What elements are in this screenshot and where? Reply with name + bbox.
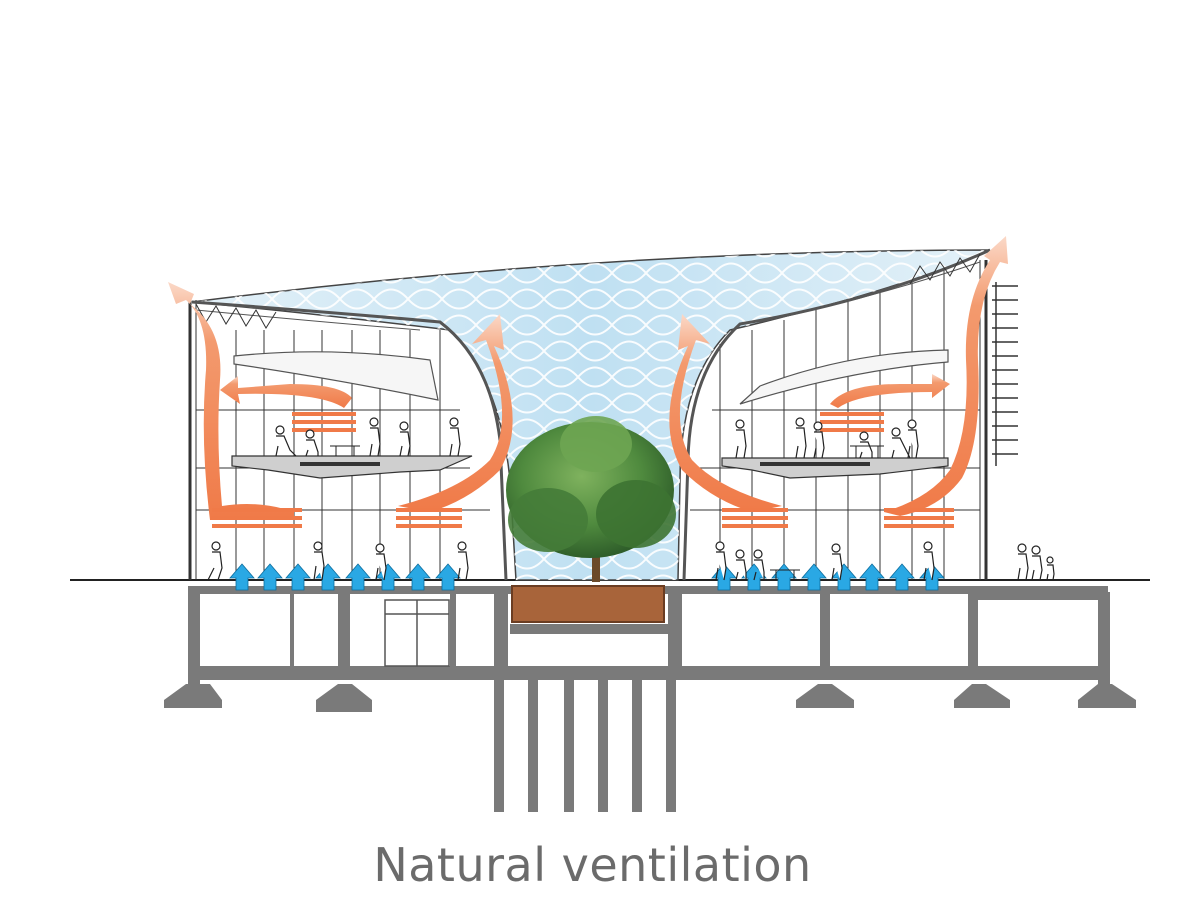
person-silhouette <box>457 541 469 581</box>
basement-door <box>384 599 450 667</box>
cool-air-arrow <box>257 563 283 591</box>
cool-airflow-arrows <box>229 563 945 591</box>
person-silhouette <box>399 421 411 457</box>
person-silhouette <box>795 417 807 459</box>
cool-air-arrow <box>315 563 341 591</box>
person-silhouette <box>753 549 765 581</box>
warm-air-stripes <box>212 412 954 528</box>
person-silhouette <box>735 419 747 459</box>
roof-truss <box>195 253 981 329</box>
warm-air-arrow-right-mezzanine <box>830 374 950 408</box>
person-silhouette <box>369 417 381 457</box>
person-silhouette <box>891 427 911 459</box>
footings <box>164 684 1136 712</box>
cool-air-arrow <box>285 563 311 591</box>
person-silhouette <box>305 429 319 457</box>
mezzanine-slabs <box>231 455 949 479</box>
person-silhouette <box>207 541 223 581</box>
person-silhouette <box>1046 556 1055 581</box>
cool-air-arrow <box>801 563 827 591</box>
person-silhouette <box>735 549 747 581</box>
person-silhouette <box>313 541 325 581</box>
cool-air-arrow <box>375 563 401 591</box>
person-silhouette <box>923 541 935 581</box>
person-silhouette <box>907 419 919 459</box>
person-silhouette <box>375 543 387 581</box>
furniture <box>330 445 884 580</box>
person-silhouette <box>859 431 873 459</box>
cool-air-arrow <box>859 563 885 591</box>
people <box>207 417 1055 581</box>
cool-air-arrow <box>405 563 431 591</box>
sun-louvres <box>992 282 1018 466</box>
warm-air-arrow-center-left <box>398 314 513 512</box>
warm-air-arrow-center-right <box>669 314 782 512</box>
tree-icon <box>506 416 676 582</box>
mezzanine-canopies <box>233 349 949 405</box>
glass-roof <box>191 248 991 581</box>
planter-soil <box>511 585 665 623</box>
warm-air-arrow-right-exhaust <box>884 236 1008 516</box>
cool-air-arrow <box>771 563 797 591</box>
person-silhouette <box>1017 543 1029 581</box>
cool-air-arrow <box>889 563 915 591</box>
person-silhouette <box>275 425 297 457</box>
person-silhouette <box>1031 545 1043 581</box>
person-silhouette <box>449 417 461 457</box>
cool-air-arrow <box>435 563 461 591</box>
warm-airflow-arrows <box>168 236 1008 520</box>
diagram-caption: Natural ventilation <box>373 838 812 892</box>
cool-air-arrow <box>345 563 371 591</box>
warm-air-arrow-left-mezzanine <box>220 376 352 408</box>
cool-air-arrow <box>831 563 857 591</box>
cool-air-arrow <box>229 563 255 591</box>
piles <box>494 680 676 812</box>
person-silhouette <box>813 421 825 459</box>
person-silhouette <box>715 541 727 581</box>
person-silhouette <box>831 543 843 581</box>
